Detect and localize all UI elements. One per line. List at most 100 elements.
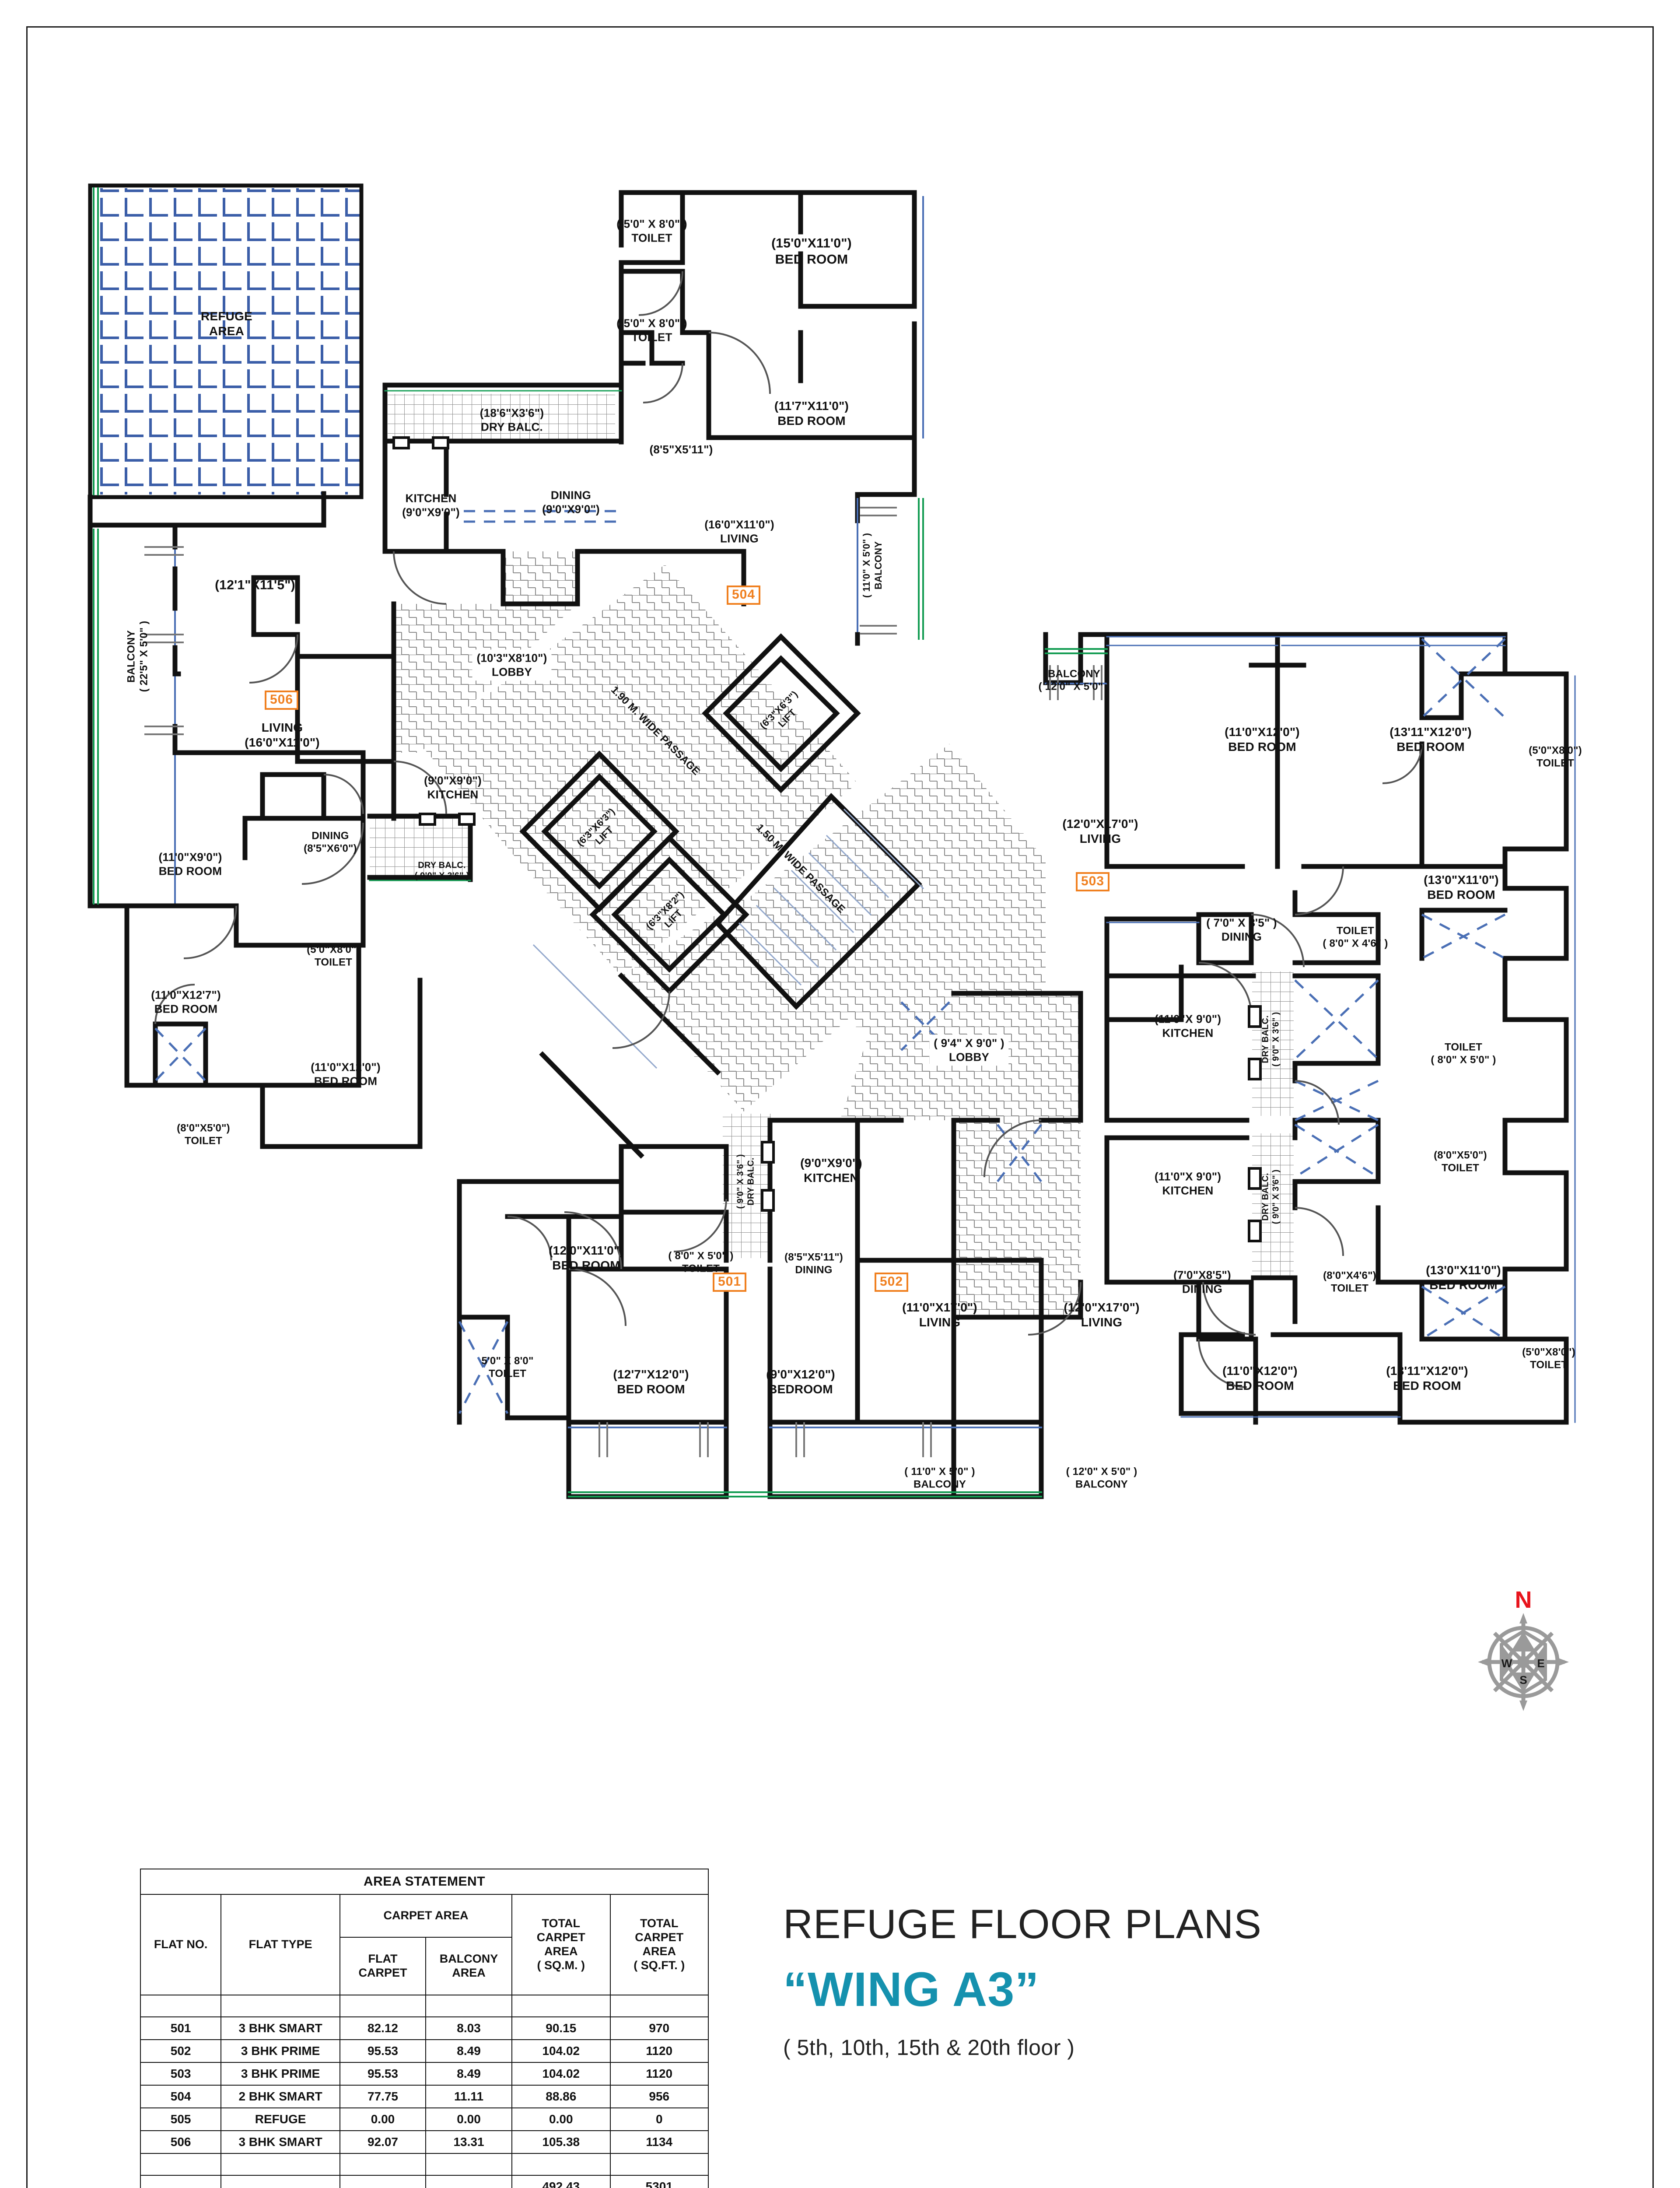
cell-total-sqm: 88.86: [511, 2085, 611, 2108]
label-balcony-503: BALCONY ( 12'0" X 5'0" ): [1038, 668, 1110, 693]
area-statement-title: AREA STATEMENT: [140, 1869, 709, 1895]
cell-balcony-area: 8.49: [425, 2062, 513, 2086]
floor-plan-svg: [88, 183, 1576, 1499]
main-title: REFUGE FLOOR PLANS: [783, 1901, 1262, 1947]
label-bedroom-12x11-bottom: (12'0"X11'0") BED ROOM: [549, 1243, 624, 1272]
cell-flat-carpet: 82.12: [340, 2016, 426, 2040]
table-row[interactable]: 501 3 BHK SMART 82.12 8.03 90.15 970: [140, 2016, 709, 2040]
cell-flat-no: 502: [140, 2039, 222, 2063]
cell-flat-type: 3 BHK SMART: [220, 2130, 340, 2154]
table-row[interactable]: 505 REFUGE 0.00 0.00 0.00 0: [140, 2107, 709, 2131]
label-bedroom-13x11-right: (13'0"X11'0") BED ROOM: [1424, 873, 1499, 901]
wing-title: “WING A3”: [783, 1963, 1040, 2016]
label-living-503: (12'0"X17'0") LIVING: [1062, 817, 1138, 845]
label-toilet-50x80-bottom: 5'0" X 8'0" TOILET: [481, 1355, 534, 1380]
label-bedroom-13x11-right2: (13'0"X11'0") BED ROOM: [1426, 1263, 1501, 1292]
label-toilet-80x46-right2: (8'0"X4'6") TOILET: [1323, 1269, 1376, 1294]
label-toilet-80x50-center: ( 8'0" X 5'0" ) TOILET: [668, 1250, 734, 1275]
cell-total-sqft: 1134: [609, 2130, 709, 2154]
label-living-501: (11'0"X17'0") LIVING: [902, 1300, 977, 1329]
label-dining-502: (7'0"X8'5") DINING: [1173, 1268, 1231, 1295]
label-bedroom-11x127: (11'0"X12'7") BED ROOM: [151, 988, 221, 1015]
cell-total-sqft: 1120: [609, 2039, 709, 2063]
label-bedroom-117x11: (11'7"X11'0") BED ROOM: [774, 399, 849, 428]
label-dim-121x115: (12'1"X11'5"): [215, 578, 295, 593]
cell-flat-type: REFUGE: [220, 2107, 340, 2131]
cell-flat-type: 3 BHK SMART: [220, 2016, 340, 2040]
cell-flat-carpet: 0.00: [340, 2107, 426, 2131]
flat-badge-504[interactable]: 504: [727, 586, 761, 605]
label-kitchen-506: (9'0"X9'0") KITCHEN: [424, 774, 482, 801]
title-block: REFUGE FLOOR PLANS “WING A3” ( 5th, 10th…: [783, 1901, 1439, 2060]
label-dim-85x511-top: (8'5"X5'11"): [649, 443, 713, 456]
header-flat-type: FLAT TYPE: [220, 1894, 340, 1995]
cell-flat-carpet: 95.53: [340, 2039, 426, 2063]
bottom-block: AREA STATEMENT FLAT NO. FLAT TYPE CARPET…: [0, 1855, 1680, 2188]
label-lobby-506: (10'3"X8'10") LOBBY: [472, 649, 552, 681]
label-toilet-80x50-right3: (8'0"X5'0") TOILET: [1434, 1149, 1487, 1174]
table-row[interactable]: 503 3 BHK PRIME 95.53 8.49 104.02 1120: [140, 2062, 709, 2086]
label-toilet-80x50-left: (8'0"X5'0") TOILET: [177, 1122, 230, 1147]
label-balcony-504: ( 11'0" X 5'0" ) BALCONY: [861, 533, 884, 598]
label-balcony-502: ( 12'0" X 5'0" ) BALCONY: [1066, 1466, 1138, 1490]
label-bedroom-127x12: (12'7"X12'0") BED ROOM: [613, 1367, 689, 1396]
label-living-504: (16'0"X11'0") LIVING: [704, 518, 774, 545]
cell-total-sqm: 0.00: [511, 2107, 611, 2131]
label-bedroom-1311x12-bottomright: (13'11"X12'0") BED ROOM: [1386, 1364, 1468, 1392]
label-toilet-50x80-left: (5'0"X8'0") TOILET: [307, 943, 360, 968]
header-flat-no: FLAT NO.: [140, 1894, 222, 1995]
label-kitchen-504: KITCHEN (9'0"X9'0"): [402, 491, 460, 519]
header-balcony-area: BALCONY AREA: [425, 1937, 513, 1995]
cell-total-sqm: 90.15: [511, 2016, 611, 2040]
cell-balcony-area: 11.11: [425, 2085, 513, 2108]
label-bedroom-11x12-left: (11'0"X12'0") BED ROOM: [311, 1060, 381, 1087]
cell-balcony-area: 8.49: [425, 2039, 513, 2063]
label-dry-balc-186: (18'6"X3'6") DRY BALC.: [480, 406, 544, 433]
label-dry-balc-502: DRY BALC. ( 9'0" X 3'6" ): [1260, 1169, 1281, 1224]
table-row[interactable]: 502 3 BHK PRIME 95.53 8.49 104.02 1120: [140, 2039, 709, 2063]
table-row[interactable]: 506 3 BHK SMART 92.07 13.31 105.38 1134: [140, 2130, 709, 2154]
label-bedroom-15x11: (15'0"X11'0") BED ROOM: [771, 236, 852, 266]
label-dining-503: ( 7'0" X 8'5" ) DINING: [1206, 916, 1277, 943]
label-toilet-80x46-right: TOILET ( 8'0" X 4'6" ): [1323, 925, 1388, 950]
header-total-sqft: TOTAL CARPET AREA ( SQ.FT. ): [609, 1894, 709, 1995]
cell-flat-type: 2 BHK SMART: [220, 2085, 340, 2108]
cell-total-sqft: 1120: [609, 2062, 709, 2086]
compass-south-label: S: [1519, 1673, 1527, 1687]
table-row[interactable]: 504 2 BHK SMART 77.75 11.11 88.86 956: [140, 2085, 709, 2108]
flat-badge-506[interactable]: 506: [265, 691, 299, 710]
label-dry-balc-506: DRY BALC. ( 9'0" X 3'6" ): [414, 860, 469, 881]
cell-balcony-area: 13.31: [425, 2130, 513, 2154]
flat-badge-502[interactable]: 502: [875, 1273, 909, 1292]
compass-west-label: W: [1502, 1657, 1512, 1670]
cell-flat-type: 3 BHK PRIME: [220, 2039, 340, 2063]
label-bedroom-1311x12-right: (13'11"X12'0") BED ROOM: [1390, 725, 1472, 754]
floors-note: ( 5th, 10th, 15th & 20th floor ): [783, 2035, 1075, 2060]
compass-rose: N W E S: [1458, 1582, 1589, 1714]
label-kitchen-501: (9'0"X9'0") KITCHEN: [800, 1156, 862, 1185]
label-living-506: LIVING (16'0"X11'0"): [245, 720, 320, 749]
label-dining-506: DINING (8'5"X6'0"): [304, 830, 357, 855]
flat-badge-503[interactable]: 503: [1076, 872, 1110, 891]
label-toilet-t1: ( 5'0" X 8'0" ) TOILET: [616, 217, 687, 244]
flat-badge-501[interactable]: 501: [713, 1273, 747, 1292]
label-living-502: (12'0"X17'0") LIVING: [1064, 1300, 1140, 1329]
label-toilet-50x80-bottomright: (5'0"X8'0") TOILET: [1522, 1346, 1575, 1371]
cell-flat-carpet: 95.53: [340, 2062, 426, 2086]
label-lobby-lower: ( 9'4" X 9'0" ) LOBBY: [929, 1034, 1009, 1066]
label-dry-balc-503: DRY BALC. ( 9'0" X 3'6" ): [1260, 1012, 1281, 1067]
cell-total-sqft: 970: [609, 2016, 709, 2040]
cell-total-sqm: 104.02: [511, 2039, 611, 2063]
label-balcony-506: BALCONY ( 22'5" X 5'0" ): [125, 621, 150, 692]
cell-balcony-area: 0.00: [425, 2107, 513, 2131]
label-dry-balc-501: ( 9'0" X 3'6" ) DRY BALC.: [735, 1154, 756, 1209]
cell-total-sqft: 0: [609, 2107, 709, 2131]
compass-north-label: N: [1515, 1587, 1532, 1613]
table-blank-row: [140, 2153, 709, 2176]
label-dining-501: (8'5"X5'11") DINING: [784, 1251, 843, 1276]
cell-grand-total-sqm: 492.43: [511, 2175, 611, 2188]
cell-flat-no: 503: [140, 2062, 222, 2086]
cell-total-sqft: 956: [609, 2085, 709, 2108]
